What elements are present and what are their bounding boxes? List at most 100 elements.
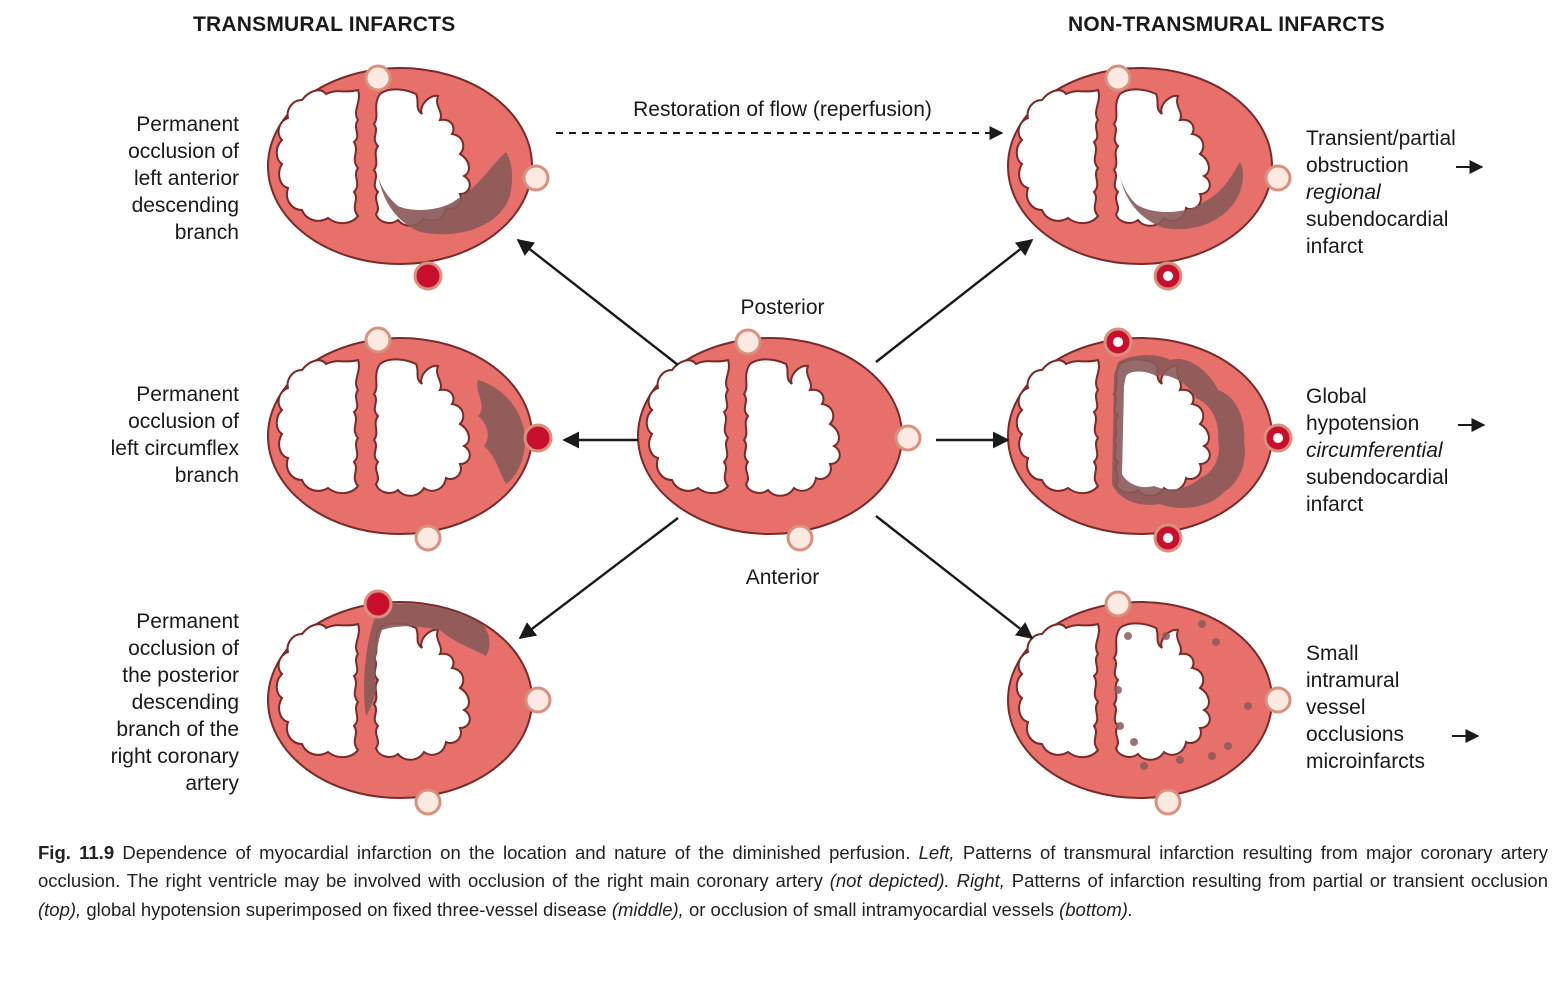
partially-occluded-vessel (1153, 261, 1183, 291)
caption-text (950, 870, 957, 891)
circumflex-vessel (1264, 164, 1292, 192)
caption-italic: (bottom). (1059, 898, 1134, 920)
caption-text: Patterns of infarction resulting from pa… (1004, 870, 1548, 892)
heart-lad-occlusion (267, 67, 533, 265)
anterior-vessel (786, 524, 814, 552)
label-line: occlusion of (128, 410, 239, 433)
label-line: occlusion of (128, 140, 239, 163)
label-line: microinfarcts (1306, 750, 1426, 773)
label-line: left circumflex (110, 437, 239, 460)
arrow-to-microinfarcts (875, 515, 1034, 640)
label-line: branch of the (116, 718, 239, 741)
posterior-vessel (1104, 590, 1132, 618)
figure-caption: Fig. 11.9 Dependence of myocardial infar… (38, 839, 1548, 924)
microinfarct-dot (1224, 742, 1232, 750)
occluded-lad-vessel (413, 261, 443, 291)
infarct-region (477, 380, 525, 484)
label-lad-occlusion: Permanent occlusion of left anterior des… (40, 111, 239, 246)
microinfarct-dot (1114, 686, 1122, 694)
figure-number: Fig. 11.9 (38, 842, 115, 863)
reperfusion-label: Restoration of flow (reperfusion) (633, 98, 932, 121)
arrow-to-regional (875, 238, 1034, 363)
microinfarct-dot (1124, 632, 1132, 640)
microinfarct-dot (1198, 620, 1206, 628)
caption-italic: Right, (956, 870, 1005, 892)
microinfarct-dot (1130, 738, 1138, 746)
caption-italic: (not depicted). (829, 870, 950, 892)
microinfarct-dot (1116, 722, 1124, 730)
label-line-italic: circumferential (1306, 439, 1443, 462)
label-circumferential-subendocardial: Global hypotension circumferential suben… (1306, 383, 1506, 518)
circumflex-vessel (524, 686, 552, 714)
label-line: vessel (1306, 696, 1366, 719)
heart-circumferential-subendocardial (1007, 337, 1273, 535)
label-line: occlusions (1306, 723, 1405, 746)
label-line: descending (131, 194, 239, 217)
infarct-region (364, 603, 490, 716)
heart-cross-section (1007, 67, 1273, 265)
label-line: the posterior (122, 664, 239, 687)
label-line: hypotension (1306, 412, 1420, 435)
label-line: obstruction (1306, 154, 1409, 177)
label-line: branch (174, 221, 239, 244)
caption-text: or occlusion of small intramyocardial ve… (683, 898, 1060, 920)
heart-cross-section (1007, 601, 1273, 799)
label-line: Permanent (136, 383, 239, 406)
caption-italic: Left, (918, 842, 955, 863)
posterior-vessel (364, 64, 392, 92)
infarct-region (1120, 162, 1243, 230)
label-regional-subendocardial: Transient/partial obstruction regional s… (1306, 125, 1506, 260)
microinfarct-dots (1114, 620, 1252, 770)
posterior-vessel (1104, 64, 1132, 92)
heart-cross-section (637, 337, 903, 535)
label-line: subendocardial (1306, 466, 1449, 489)
transmural-heading: TRANSMURAL INFARCTS (193, 13, 456, 36)
heart-regional-subendocardial (1007, 67, 1273, 265)
occluded-lcx-vessel (523, 423, 553, 453)
label-line: occlusion of (128, 637, 239, 660)
posterior-vessel (364, 326, 392, 354)
label-line: left anterior (133, 167, 239, 190)
label-line: infarct (1306, 493, 1364, 516)
caption-italic: (middle), (611, 898, 684, 920)
label-line: subendocardial (1306, 208, 1449, 231)
non-transmural-heading: NON-TRANSMURAL INFARCTS (1068, 13, 1385, 36)
label-line: Permanent (136, 113, 239, 136)
label-line: right coronary (110, 745, 239, 768)
partially-occluded-vessel (1263, 423, 1293, 453)
posterior-vessel (734, 328, 762, 356)
microinfarct-dot (1162, 632, 1170, 640)
partially-occluded-vessel (1153, 523, 1183, 553)
heart-cross-section (267, 601, 533, 799)
microinfarct-dot (1176, 756, 1184, 764)
heart-pda-occlusion (267, 601, 533, 799)
label-line: Permanent (136, 610, 239, 633)
label-line: branch (174, 464, 239, 487)
anterior-vessel (1154, 788, 1182, 816)
heart-microinfarcts (1007, 601, 1273, 799)
label-lcx-occlusion: Permanent occlusion of left circumflex b… (40, 381, 239, 489)
circumflex-vessel (522, 164, 550, 192)
caption-text: Dependence of myocardial infarction on t… (114, 842, 919, 863)
microinfarct-dot (1208, 752, 1216, 760)
arrow-to-lad (516, 238, 679, 366)
circumflex-vessel (894, 424, 922, 452)
posterior-label: Posterior (740, 296, 825, 319)
partially-occluded-vessel (1103, 327, 1133, 357)
label-pda-occlusion: Permanent occlusion of the posterior des… (40, 608, 239, 797)
anterior-vessel (414, 524, 442, 552)
microinfarct-dot (1140, 762, 1148, 770)
arrow-to-pda (518, 517, 679, 640)
label-line: descending (131, 691, 239, 714)
caption-italic: (top), (38, 898, 82, 920)
label-line: infarct (1306, 235, 1364, 258)
heart-normal-reference (637, 337, 903, 535)
anterior-label: Anterior (745, 566, 820, 589)
microinfarct-dot (1212, 638, 1220, 646)
label-line-italic: regional (1306, 181, 1381, 204)
microinfarct-dot (1244, 702, 1252, 710)
infarct-region (378, 152, 513, 235)
heart-cross-section (267, 67, 533, 265)
infarct-diagram (267, 64, 1486, 816)
occluded-rca-vessel (363, 589, 393, 619)
